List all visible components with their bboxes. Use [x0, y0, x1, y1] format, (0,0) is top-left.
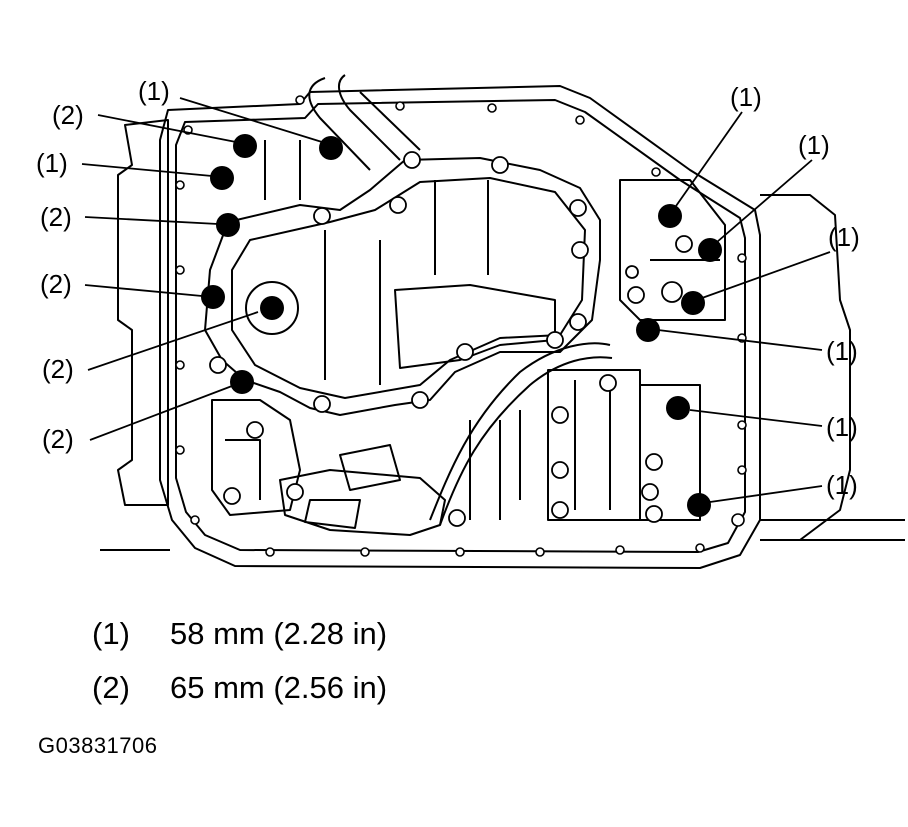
callout-label: (2): [42, 354, 74, 384]
gasket-bosses: [209, 151, 693, 527]
bolt-marker: [698, 238, 722, 262]
bottom-lip: [100, 519, 905, 551]
valve-body-diagram: (1) (2) (1) (2) (2) (2) (2) (1) (1) (1) …: [36, 74, 905, 569]
callout-label: (1): [798, 130, 830, 160]
center-bolt: [260, 296, 284, 320]
valve-block-right: [547, 369, 701, 521]
ribs: [264, 140, 521, 520]
bolt-marker: [233, 134, 257, 158]
callout-label: (1): [138, 76, 170, 106]
bolt-marker: [687, 493, 711, 517]
bolt-marker: [216, 213, 240, 237]
callout-label: (2): [52, 100, 84, 130]
gasket-inner: [231, 177, 586, 399]
legend-value: 65 mm (2.56 in): [170, 670, 388, 705]
callout-label: (2): [40, 202, 72, 232]
legend-item-1: (1) 58 mm (2.28 in): [92, 618, 387, 649]
legend-key: (2): [92, 670, 130, 705]
flange-holes: [175, 95, 747, 557]
bolt-marker: [230, 370, 254, 394]
oil-pan-flange: [175, 99, 746, 553]
callout-label: (1): [36, 148, 68, 178]
left-side-plate: [117, 119, 169, 506]
callout-label: (2): [40, 269, 72, 299]
bolt-marker: [210, 166, 234, 190]
oil-tube: [308, 74, 421, 171]
leader-lines: [81, 97, 831, 503]
bolt-marker: [201, 285, 225, 309]
right-side-bracket: [760, 194, 851, 541]
callout-labels: (1) (2) (1) (2) (2) (2) (2) (1) (1) (1) …: [36, 76, 860, 500]
bolt-marker: [319, 136, 343, 160]
callout-label: (1): [826, 412, 858, 442]
central-cavity: [394, 284, 556, 369]
marked-bolts: [201, 134, 722, 517]
figure-code: G03831706: [38, 733, 158, 758]
callout-label: (1): [826, 336, 858, 366]
bolt-marker: [681, 291, 705, 315]
wiring-harness: [429, 342, 613, 526]
callout-label: (2): [42, 424, 74, 454]
callout-label: (1): [828, 222, 860, 252]
callout-label: (1): [730, 82, 762, 112]
solenoid-block: [279, 444, 446, 536]
legend-key: (1): [92, 616, 130, 651]
bolt-marker: [658, 204, 682, 228]
bolt-marker: [636, 318, 660, 342]
bolt-marker: [666, 396, 690, 420]
legend-value: 58 mm (2.28 in): [170, 616, 388, 651]
callout-label: (1): [826, 470, 858, 500]
legend-item-2: (2) 65 mm (2.56 in): [92, 672, 387, 703]
